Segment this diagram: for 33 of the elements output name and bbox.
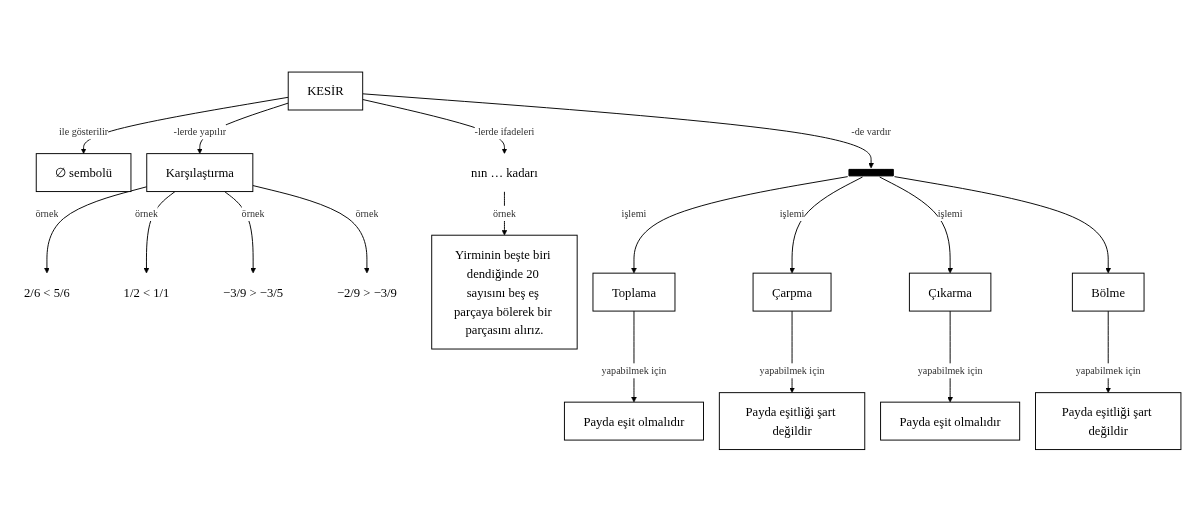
node-text: −2/9 > −3/9 [336, 284, 397, 299]
node-box: KESİR [287, 71, 364, 111]
node-text: −3/9 > −3/5 [223, 284, 284, 299]
edge-label: -lerde yapılır [173, 125, 227, 137]
edge-label: yapabilmek için [1075, 364, 1141, 376]
edge-label: -de vardır [851, 125, 891, 137]
node-box: Toplama [592, 272, 676, 312]
node-box: Payda eşit olmalıdır [563, 401, 704, 441]
edge-label: örnek [492, 207, 516, 219]
edge-label: örnek [355, 207, 379, 219]
edge-label: işlemi [779, 207, 805, 219]
node-box: Payda eşit olmalıdır [880, 401, 1021, 441]
edge-label: işlemi [621, 207, 647, 219]
node-box: Yirminin beşte biri dendiğinde 20 sayısını beş eş parçaya bölerek bir parçasını alırız. [431, 234, 578, 350]
node-text: 2/6 < 5/6 [24, 284, 70, 299]
edge-label: örnek [35, 207, 59, 219]
edge-label: -lerde ifadeleri [474, 125, 535, 137]
node-text: nın … kadarı [471, 165, 538, 180]
edge-label: işlemi [937, 207, 963, 219]
node-box: Karşılaştırma [146, 152, 254, 192]
node-box: Çarpma [752, 272, 832, 312]
edge-label: yapabilmek için [601, 364, 667, 376]
node-box: Çıkarma [908, 272, 992, 312]
node-text: 1/2 < 1/1 [123, 284, 170, 299]
node-box: Payda eşitliği şart değildir [1035, 391, 1182, 450]
node-box: ∅ sembolü [35, 152, 132, 192]
edge-label: örnek [241, 207, 265, 219]
node-box: Bölme [1071, 272, 1145, 312]
edge-label: yapabilmek için [917, 364, 983, 376]
node-box: Payda eşitliği şart değildir [718, 391, 866, 450]
edge-label: örnek [134, 207, 158, 219]
edge-label: ile gösterilir [59, 125, 109, 137]
edge-label: yapabilmek için [759, 364, 825, 376]
